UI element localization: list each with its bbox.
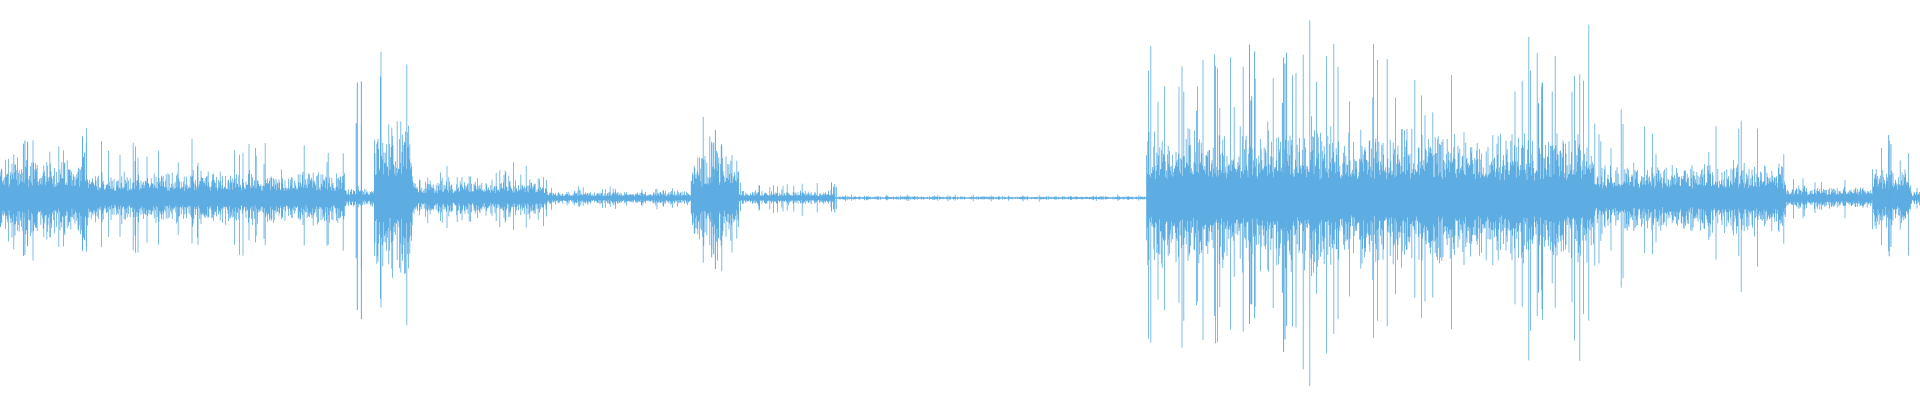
waveform-samples — [0, 20, 1920, 386]
waveform-body — [0, 20, 1920, 386]
